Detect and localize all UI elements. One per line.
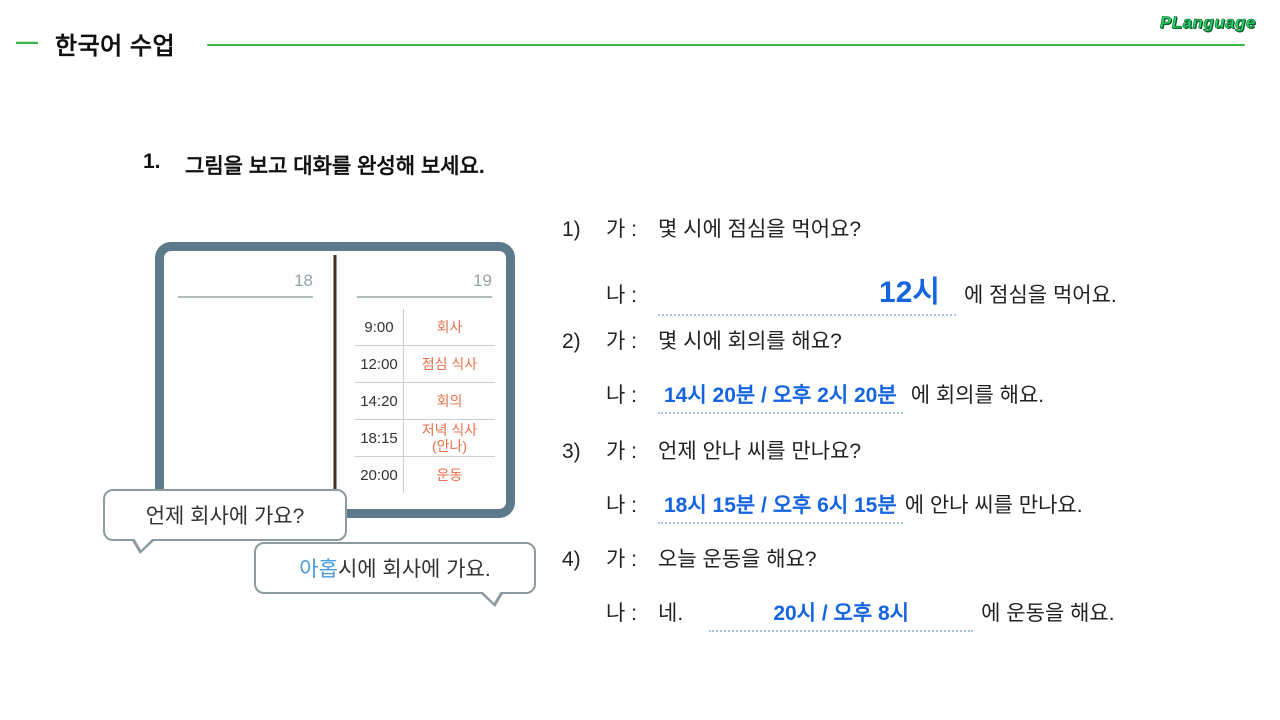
speaker-label-na: 나 : [606, 494, 637, 517]
schedule-time: 20:00 [355, 457, 404, 493]
schedule-activity-text: 저녁 식사 [421, 421, 478, 438]
schedule-time: 14:20 [355, 383, 404, 419]
answer-suffix: 에 운동을 해요. [981, 602, 1115, 625]
side-tab-cyan [148, 420, 165, 450]
planner-illustration: 18 19 9:00 회사 12:00 점심 식사 14:20 회의 [148, 235, 515, 518]
answer-suffix: 에 점심을 먹어요. [964, 284, 1117, 307]
bubble-answer-rest: 시에 회사에 가요. [337, 558, 491, 581]
schedule-row: 12:00 점심 식사 [355, 346, 495, 383]
dialogue-4: 4) 가 : 오늘 운동을 해요? 나 : 네. 20시 / 오후 8시 에 운… [562, 543, 1162, 632]
answer-text: 20시 / 오후 8시 [773, 602, 909, 625]
dialogue-2-answer-line: 나 : 14시 20분 / 오후 2시 20분 에 회의를 해요. [562, 379, 1162, 414]
answer-suffix: 에 안나 씨를 만나요. [904, 494, 1083, 517]
dialogue-number: 2) [562, 330, 581, 353]
left-page-rule [178, 296, 313, 298]
schedule-activity: 회사 [404, 309, 495, 345]
schedule-activity-text: 운동 [436, 466, 463, 483]
speaker-label-ga: 가 : [606, 330, 637, 353]
schedule-activity: 저녁 식사 (안나) [404, 420, 495, 456]
dialogue-3-answer-line: 나 : 18시 15분 / 오후 6시 15분 에 안나 씨를 만나요. [562, 489, 1162, 524]
bubble-answer-highlight: 아홉 [299, 558, 338, 581]
dialogue-number: 3) [562, 440, 581, 463]
answer-prefix: 네. [658, 602, 684, 625]
answer-text: 12시 [879, 276, 940, 309]
schedule-time: 12:00 [355, 346, 404, 382]
answer-text: 18시 15분 / 오후 6시 15분 [664, 494, 897, 517]
side-tab-yellow [148, 344, 165, 374]
dialogue-4-question-line: 4) 가 : 오늘 운동을 해요? [562, 543, 1162, 577]
bubble-question-text: 언제 회사에 가요? [145, 505, 305, 528]
dialogue-number: 4) [562, 548, 581, 571]
page-title: 한국어 수업 [55, 33, 176, 60]
schedule-activity: 점심 식사 [404, 346, 495, 382]
left-page-number: 18 [294, 271, 313, 290]
speaker-label-ga: 가 : [606, 218, 637, 241]
title-dash: — [16, 29, 38, 54]
schedule-table: 9:00 회사 12:00 점심 식사 14:20 회의 18:15 [355, 309, 495, 493]
answer-blank-3: 18시 15분 / 오후 6시 15분 [658, 489, 903, 524]
schedule-activity-text2: (안나) [431, 438, 468, 454]
side-tab-pink [148, 382, 165, 412]
dialogue-1-answer-line: 나 : 12시 에 점심을 먹어요. [562, 267, 1162, 316]
question-text: 언제 안나 씨를 만나요? [658, 440, 862, 463]
planner-spine [333, 255, 337, 505]
spine-tab [324, 237, 344, 253]
dialogue-3: 3) 가 : 언제 안나 씨를 만나요? 나 : 18시 15분 / 오후 6시… [562, 435, 1162, 524]
dialogue-4-answer-line: 나 : 네. 20시 / 오후 8시 에 운동을 해요. [562, 597, 1162, 632]
dialogue-2-question-line: 2) 가 : 몇 시에 회의를 해요? [562, 325, 1162, 359]
question-text: 몇 시에 회의를 해요? [658, 330, 842, 353]
planguage-logo: PLanguage [1159, 13, 1256, 33]
speaker-label-na: 나 : [606, 602, 637, 625]
dialogue-number: 1) [562, 218, 581, 241]
schedule-activity: 운동 [404, 457, 495, 493]
dialogue-2: 2) 가 : 몇 시에 회의를 해요? 나 : 14시 20분 / 오후 2시 … [562, 325, 1162, 414]
schedule-row: 14:20 회의 [355, 383, 495, 420]
speaker-label-ga: 가 : [606, 440, 637, 463]
schedule-activity-text: 회사 [436, 318, 463, 335]
schedule-activity-text: 회의 [436, 392, 463, 409]
right-page-number: 19 [473, 271, 492, 290]
answer-blank-4: 20시 / 오후 8시 [709, 597, 974, 632]
question-text: 몇 시에 점심을 먹어요? [658, 218, 862, 241]
speech-bubble-question: 언제 회사에 가요? [103, 489, 347, 554]
side-tab-red [148, 306, 165, 336]
question-text: 오늘 운동을 해요? [658, 548, 817, 571]
schedule-time: 9:00 [355, 309, 404, 345]
exercise-number: 1. [143, 150, 161, 173]
answer-blank-1: 12시 [658, 267, 956, 316]
right-page-rule [357, 296, 492, 298]
dialogue-1-question-line: 1) 가 : 몇 시에 점심을 먹어요? [562, 213, 1162, 247]
schedule-activity: 회의 [404, 383, 495, 419]
exercise-instruction: 그림을 보고 대화를 완성해 보세요. [185, 155, 485, 178]
speaker-label-na: 나 : [606, 384, 637, 407]
answer-suffix: 에 회의를 해요. [910, 384, 1045, 407]
schedule-activity-text: 점심 식사 [421, 355, 478, 372]
schedule-row: 20:00 운동 [355, 457, 495, 493]
title-underline [207, 44, 1245, 46]
answer-text: 14시 20분 / 오후 2시 20분 [664, 384, 897, 407]
speaker-label-ga: 가 : [606, 548, 637, 571]
dialogue-1: 1) 가 : 몇 시에 점심을 먹어요? 나 : 12시 에 점심을 먹어요. [562, 213, 1162, 316]
bookmark-tab-purple [272, 235, 314, 253]
schedule-row: 18:15 저녁 식사 (안나) [355, 420, 495, 457]
bookmark-tab-yellow [228, 235, 258, 253]
dialogue-3-question-line: 3) 가 : 언제 안나 씨를 만나요? [562, 435, 1162, 469]
answer-blank-2: 14시 20분 / 오후 2시 20분 [658, 379, 903, 414]
schedule-row: 9:00 회사 [355, 309, 495, 346]
schedule-time: 18:15 [355, 420, 404, 456]
exercise-heading: 1. 그림을 보고 대화를 완성해 보세요. [143, 150, 485, 180]
speech-bubble-answer: 아홉 시에 회사에 가요. [254, 542, 536, 607]
speaker-label-na: 나 : [606, 284, 637, 307]
bookmark-tab-green [196, 235, 226, 253]
